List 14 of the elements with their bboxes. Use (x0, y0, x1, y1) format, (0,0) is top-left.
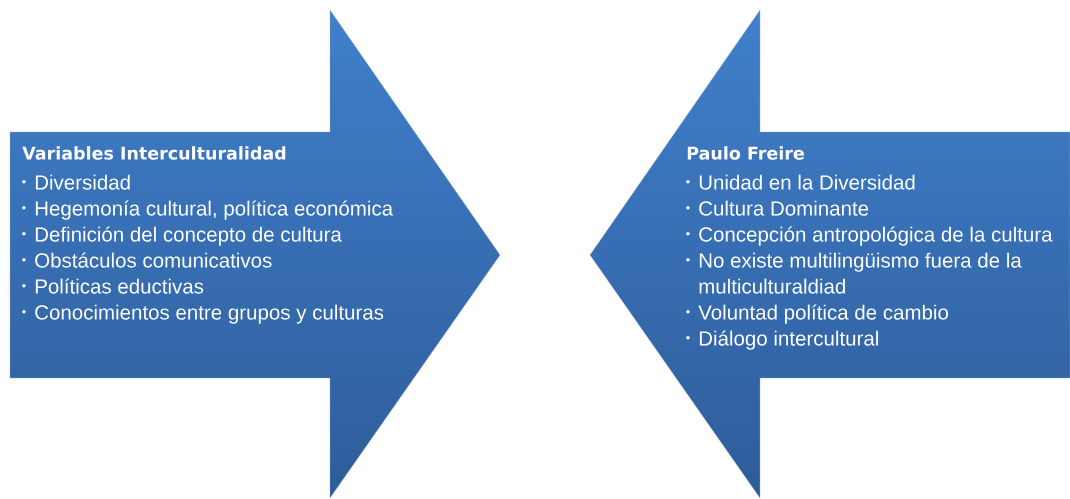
bullet-item: Voluntad política de cambio (698, 304, 948, 324)
bullet-item: Diálogo intercultural (699, 330, 878, 350)
heading: Paulo Freire (687, 146, 804, 160)
bullet-item: Unidad en la Diversidad (699, 174, 915, 190)
bullet-item: Políticas eductivas (35, 278, 204, 294)
bullet-item: Conocimientos entre grupos y culturas (35, 304, 384, 324)
bullet-item: Cultura Dominante (699, 200, 869, 216)
heading: Variables Interculturalidad (22, 146, 286, 160)
bullet-item: Diversidad (35, 174, 130, 190)
bullet-item: Concepción antropológica de la cultura (699, 226, 1053, 246)
bullet-item: Hegemonía cultural, política económica (35, 200, 394, 220)
bullet-item: No existe multilingüismo fuera de la multiculturaldiad (699, 252, 1022, 294)
bullet-item: Definición del concepto de cultura (35, 226, 342, 246)
bullet-item: Obstáculos comunicativos (35, 252, 272, 268)
